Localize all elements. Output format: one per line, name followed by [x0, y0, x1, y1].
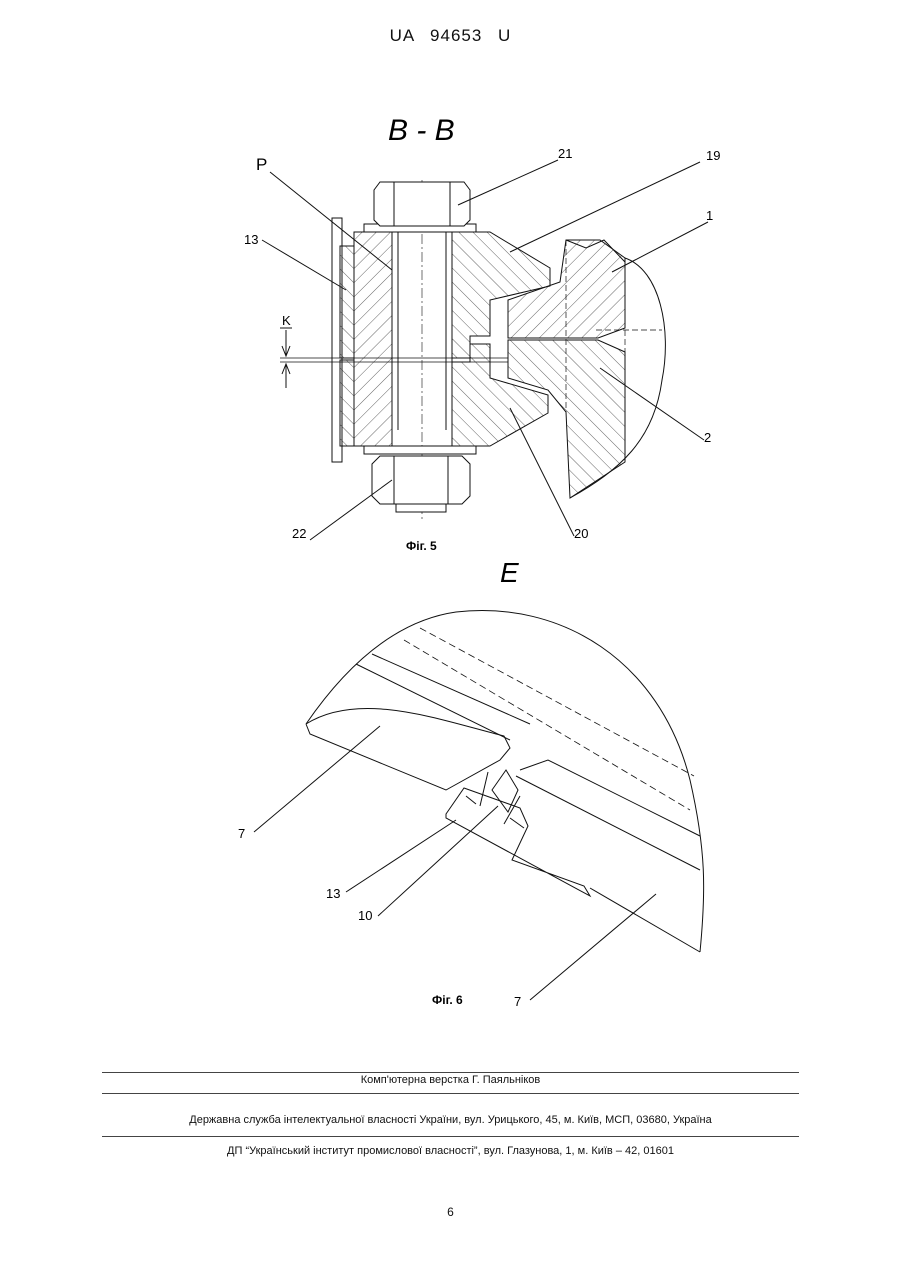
fig5-label-2: 2 [704, 430, 711, 445]
fig6-label-13: 13 [326, 886, 340, 901]
fig6-section-label: E [500, 557, 519, 588]
fig5-caption: Фіг. 5 [406, 539, 437, 553]
fig5-label-22: 22 [292, 526, 306, 541]
page-number: 6 [0, 1205, 901, 1219]
footer-divider [102, 1072, 799, 1073]
fig5-label-1: 1 [706, 208, 713, 223]
figure-5 [262, 160, 708, 540]
fig5-label-20: 20 [574, 526, 588, 541]
fig5-label-21: 21 [558, 146, 572, 161]
fig5-label-13: 13 [244, 232, 258, 247]
footer-divider [102, 1136, 799, 1137]
fig6-label-10: 10 [358, 908, 372, 923]
footer-agency: Державна служба інтелектуальної власност… [0, 1114, 901, 1126]
fig5-label-19: 19 [706, 148, 720, 163]
fig6-label-7-top: 7 [238, 826, 245, 841]
fig5-label-p: P [256, 155, 267, 174]
footer-typesetter: Комп'ютерна верстка Г. Паяльніков [0, 1074, 901, 1086]
footer-institute: ДП “Український інститут промислової вла… [0, 1145, 901, 1157]
fig5-label-k: K [282, 313, 291, 328]
fig5-section-label: B - B [388, 114, 455, 147]
fig6-label-7-bottom: 7 [514, 994, 521, 1009]
footer-divider [102, 1093, 799, 1094]
figure-6 [254, 610, 704, 1000]
fig6-caption: Фіг. 6 [432, 993, 463, 1007]
